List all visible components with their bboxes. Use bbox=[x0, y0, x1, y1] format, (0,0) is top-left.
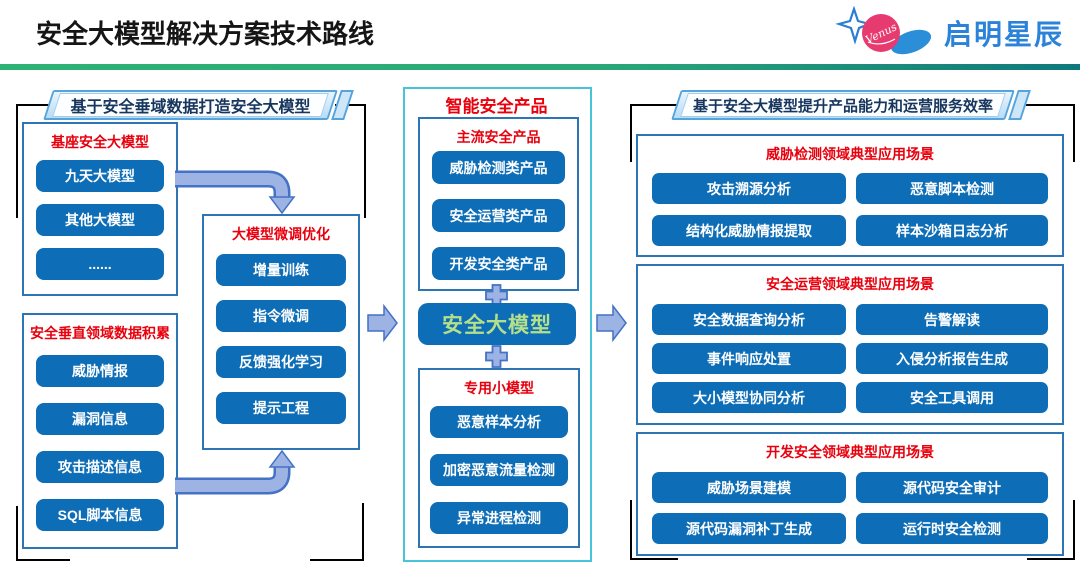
threat-detection-scenarios-panel: 威胁检测领域典型应用场景 攻击溯源分析 恶意脚本检测 结构化威胁情报提取 样本沙… bbox=[636, 134, 1064, 257]
devsec-scenarios-title: 开发安全领域典型应用场景 bbox=[766, 444, 934, 460]
left-banner-label: 基于安全垂域数据打造安全大模型 bbox=[70, 99, 311, 116]
header-divider bbox=[0, 64, 1080, 70]
node-devsec-products: 开发安全类产品 bbox=[432, 247, 565, 280]
node-instruction-finetune: 指令微调 bbox=[216, 300, 346, 332]
node-runtime-security-detection: 运行时安全检测 bbox=[856, 513, 1048, 544]
security-ops-scenarios-panel: 安全运营领域典型应用场景 安全数据查询分析 告警解读 事件响应处置 入侵分析报告… bbox=[636, 264, 1064, 425]
venus-underline bbox=[867, 38, 896, 45]
right-frame-bottom-left bbox=[630, 500, 678, 560]
node-malicious-sample-analysis: 恶意样本分析 bbox=[430, 406, 568, 438]
plus-connector-bottom bbox=[485, 345, 508, 368]
node-threat-detection-products: 威胁检测类产品 bbox=[432, 151, 565, 184]
venustech-logo-icon: Venus bbox=[835, 6, 932, 55]
right-banner-label: 基于安全大模型提升产品能力和运营服务效率 bbox=[692, 97, 993, 115]
page-title: 安全大模型解决方案技术路线 bbox=[36, 19, 375, 49]
star-icon bbox=[835, 6, 873, 45]
node-sandbox-log-analysis: 样本沙箱日志分析 bbox=[856, 215, 1048, 246]
domain-data-panel-title: 安全垂直领域数据积累 bbox=[30, 325, 170, 341]
right-frame-top-right bbox=[1026, 104, 1075, 162]
left-frame-top-left bbox=[16, 104, 50, 218]
flow-arrow-middle-to-right bbox=[596, 303, 627, 343]
node-jiutian-model: 九天大模型 bbox=[36, 160, 164, 192]
right-section-banner: 基于安全大模型提升产品能力和运营服务效率 bbox=[671, 90, 1031, 120]
node-other-models: 其他大模型 bbox=[36, 204, 164, 236]
security-ops-scenarios-title: 安全运营领域典型应用场景 bbox=[766, 276, 934, 292]
small-model-panel: 专用小模型 恶意样本分析 加密恶意流量检测 异常进程检测 bbox=[418, 368, 580, 548]
threat-detection-scenarios-title: 威胁检测领域典型应用场景 bbox=[766, 146, 934, 162]
elbow-arrow-bottom bbox=[175, 449, 296, 495]
node-source-code-audit: 源代码安全审计 bbox=[856, 472, 1048, 503]
small-model-panel-title: 专用小模型 bbox=[464, 380, 534, 396]
left-frame-top-right bbox=[335, 104, 366, 218]
right-frame-bottom-right bbox=[1027, 500, 1075, 560]
left-frame-bottom-left bbox=[16, 506, 70, 561]
node-attack-desc-info: 攻击描述信息 bbox=[36, 451, 164, 483]
mainstream-products-title: 主流安全产品 bbox=[456, 129, 541, 145]
left-section-banner: 基于安全垂域数据打造安全大模型 bbox=[43, 90, 354, 120]
node-data-query-analysis: 安全数据查询分析 bbox=[652, 304, 846, 335]
node-ellipsis: ...... bbox=[36, 248, 164, 280]
node-structured-intel-extraction: 结构化威胁情报提取 bbox=[652, 215, 846, 246]
node-prompt-engineering: 提示工程 bbox=[216, 392, 346, 424]
devsec-scenarios-panel: 开发安全领域典型应用场景 威胁场景建模 源代码安全审计 源代码漏洞补丁生成 运行… bbox=[636, 432, 1064, 556]
plus-icon bbox=[485, 345, 508, 368]
brand-name: 启明星辰 bbox=[943, 19, 1064, 50]
node-security-ops-products: 安全运营类产品 bbox=[432, 199, 565, 232]
node-attack-tracing: 攻击溯源分析 bbox=[652, 173, 846, 204]
right-frame-top-left bbox=[630, 104, 678, 162]
venustech-logo: Venus 启明星辰 bbox=[834, 6, 1064, 60]
node-threat-scenario-modeling: 威胁场景建模 bbox=[652, 472, 846, 503]
node-incident-response: 事件响应处置 bbox=[652, 343, 846, 374]
elbow-arrow-top bbox=[175, 170, 296, 215]
node-threat-intel: 威胁情报 bbox=[36, 355, 164, 387]
node-security-tool-invocation: 安全工具调用 bbox=[856, 382, 1048, 413]
core-model-node: 安全大模型 bbox=[418, 303, 576, 345]
finetune-panel-title: 大模型微调优化 bbox=[232, 226, 330, 242]
middle-section-title: 智能安全产品 bbox=[445, 97, 548, 116]
node-rlhf: 反馈强化学习 bbox=[216, 346, 346, 378]
mainstream-products-panel: 主流安全产品 威胁检测类产品 安全运营类产品 开发安全类产品 bbox=[418, 117, 579, 291]
base-model-panel: 基座安全大模型 九天大模型 其他大模型 ...... bbox=[22, 122, 178, 296]
node-intrusion-report-generation: 入侵分析报告生成 bbox=[856, 343, 1048, 374]
node-vuln-patch-generation: 源代码漏洞补丁生成 bbox=[652, 513, 846, 544]
node-sql-script-info: SQL脚本信息 bbox=[36, 499, 164, 531]
finetune-panel: 大模型微调优化 增量训练 指令微调 反馈强化学习 提示工程 bbox=[202, 214, 360, 450]
node-incremental-training: 增量训练 bbox=[216, 254, 346, 286]
base-model-panel-title: 基座安全大模型 bbox=[51, 134, 149, 150]
node-alert-interpretation: 告警解读 bbox=[856, 304, 1048, 335]
domain-data-panel: 安全垂直领域数据积累 威胁情报 漏洞信息 攻击描述信息 SQL脚本信息 bbox=[22, 313, 178, 549]
flow-arrow-left-to-middle bbox=[367, 303, 398, 343]
swoosh-icon bbox=[890, 29, 932, 55]
node-encrypted-traffic-detection: 加密恶意流量检测 bbox=[430, 454, 568, 486]
node-model-collab-analysis: 大小模型协同分析 bbox=[652, 382, 846, 413]
left-frame-bottom-right bbox=[310, 503, 364, 561]
node-vuln-info: 漏洞信息 bbox=[36, 403, 164, 435]
node-malicious-script-detection: 恶意脚本检测 bbox=[856, 173, 1048, 204]
node-abnormal-process-detection: 异常进程检测 bbox=[430, 502, 568, 534]
